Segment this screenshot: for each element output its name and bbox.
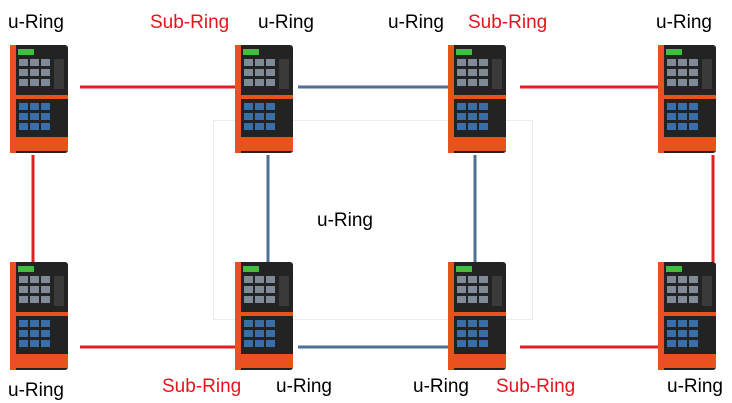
label-top-uring-3: u-Ring bbox=[388, 12, 444, 33]
industrial-ethernet-switch-icon bbox=[448, 45, 506, 153]
industrial-ethernet-switch-icon bbox=[235, 45, 293, 153]
industrial-ethernet-switch-icon bbox=[448, 262, 506, 370]
industrial-ethernet-switch-icon bbox=[658, 262, 716, 370]
label-bottom-left-uring: u-Ring bbox=[8, 380, 64, 401]
industrial-ethernet-switch-icon bbox=[658, 45, 716, 153]
label-top-subring-2: Sub-Ring bbox=[468, 12, 548, 33]
label-bottom-uring-3: u-Ring bbox=[413, 376, 469, 397]
industrial-ethernet-switch-icon bbox=[10, 262, 68, 370]
label-center-uring: u-Ring bbox=[317, 210, 373, 231]
background-frame bbox=[213, 120, 533, 320]
label-top-right-uring: u-Ring bbox=[656, 12, 712, 33]
industrial-ethernet-switch-icon bbox=[235, 262, 293, 370]
label-top-subring-1: Sub-Ring bbox=[150, 12, 230, 33]
label-bottom-subring-1: Sub-Ring bbox=[162, 376, 242, 397]
label-top-uring-2: u-Ring bbox=[258, 12, 314, 33]
label-bottom-right-uring: u-Ring bbox=[667, 376, 723, 397]
industrial-ethernet-switch-icon bbox=[10, 45, 68, 153]
label-bottom-subring-2: Sub-Ring bbox=[496, 376, 576, 397]
label-top-left-uring: u-Ring bbox=[8, 12, 64, 33]
label-bottom-uring-2: u-Ring bbox=[276, 376, 332, 397]
